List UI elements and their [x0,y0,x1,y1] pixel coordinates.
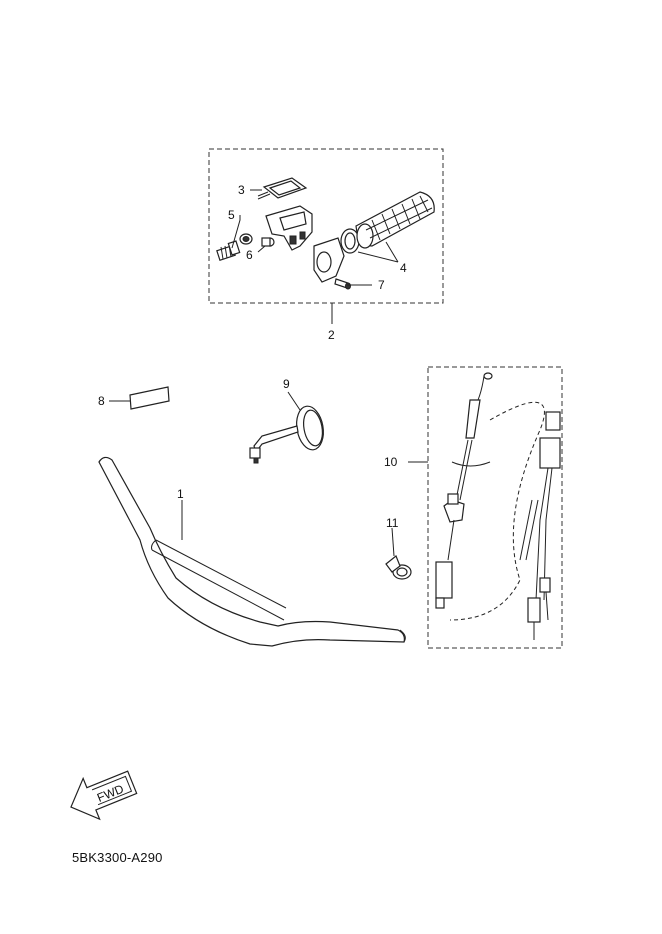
part-1-handlebar [98,456,406,647]
part-5-screw [216,240,241,261]
throttle-assembly-box [208,148,444,304]
callout-6: 6 [246,248,253,262]
callout-5: 5 [228,208,235,222]
part-8-label [109,386,170,410]
part-11-clamp [385,527,412,580]
fwd-arrow-icon: FWD [70,770,138,821]
callout-7: 7 [378,278,385,292]
callout-1: 1 [177,487,184,501]
diagram-code: 5BK3300-A290 [72,850,163,865]
callout-2: 2 [328,328,335,342]
part-6-screw [239,233,275,247]
throttle-housing [265,205,313,251]
part-9-mirror [249,391,324,464]
callout-11: 11 [386,516,399,530]
part-4-washers [340,228,360,254]
callout-8: 8 [98,394,105,408]
throttle-grip [355,191,435,249]
callout-9: 9 [283,377,290,391]
callout-4: 4 [400,261,407,275]
callout-3: 3 [238,183,245,197]
part-7-bolt [334,278,351,290]
cable-assembly-box [427,366,563,649]
clamp-half [313,237,345,283]
part-10-cable-group [408,366,563,649]
throttle-assembly-group [208,148,444,304]
callout-10: 10 [384,455,398,469]
part-3-cover [257,177,308,200]
